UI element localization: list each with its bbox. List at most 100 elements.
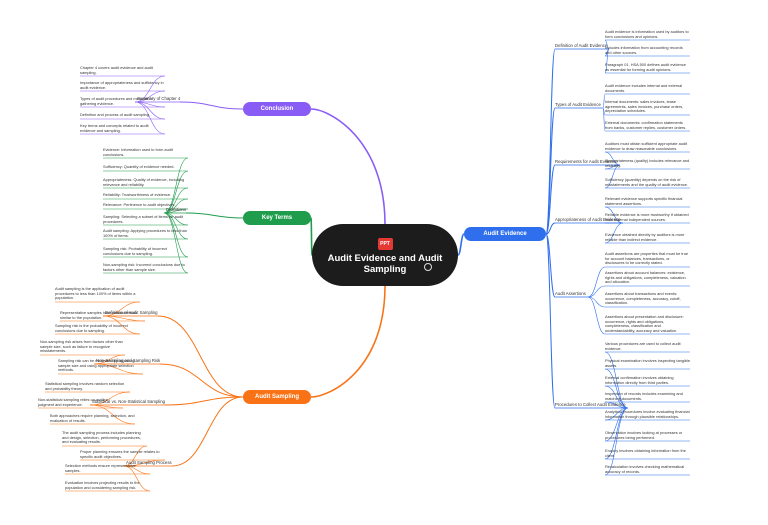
leaf-note[interactable]: Assertions about presentation and disclo… [605, 314, 684, 333]
connector-line [310, 217, 313, 256]
subtopic-label[interactable]: Appropriateness of Audit Evidence [555, 217, 621, 222]
leaf-note[interactable]: Reliable evidence is more trustworthy if… [605, 212, 689, 222]
connector-line [163, 208, 189, 214]
subtopic-label[interactable]: Definition of Audit Sampling [105, 310, 158, 315]
connector-line [545, 222, 556, 235]
subtopic-label[interactable]: Requirements for Audit Evidence [555, 159, 618, 164]
leaf-note[interactable]: Both approaches require planning, select… [50, 413, 135, 423]
leaf-note[interactable]: Sampling: Selecting a subset of items fo… [103, 214, 184, 224]
connector-line [164, 396, 244, 406]
leaf-note[interactable]: Reliability: Trustworthiness of evidence… [103, 192, 172, 197]
subtopic-label[interactable]: Audit Sampling Process [126, 460, 172, 465]
subtopic-label[interactable]: Statistical vs. Non-Statistical Sampling [92, 399, 166, 404]
branch-audit-evidence[interactable]: Audit Evidence [464, 227, 546, 241]
leaf-note[interactable]: Paragraph 01, HSA 500 defines audit evid… [605, 62, 686, 72]
connector-line [545, 233, 556, 409]
connector-line [604, 385, 629, 409]
leaf-note[interactable]: Evaluation involves projecting results t… [65, 480, 140, 490]
connector-line [602, 107, 606, 132]
leaf-note[interactable]: Chapter 4 covers audit evidence and audi… [80, 65, 153, 75]
subtopic-label[interactable]: Definition of Audit Evidence [555, 43, 608, 48]
connector-line [163, 198, 189, 214]
subtopic-label[interactable]: Procedures to Collect Audit Evidence [555, 402, 626, 407]
connector-line [123, 445, 148, 467]
connector-line [102, 315, 141, 335]
leaf-note[interactable]: Sampling risk can be minimized by adjust… [58, 358, 135, 373]
leaf-note[interactable]: Statistical sampling involves random sel… [45, 381, 125, 391]
subtopic-label[interactable]: Non-Sampling and Sampling Risk [96, 358, 161, 363]
leaf-note[interactable]: Auditors must obtain sufficient appropri… [605, 141, 688, 151]
leaf-note[interactable]: Relevant evidence supports specific fina… [605, 196, 683, 206]
connector-line [604, 407, 629, 476]
leaf-note[interactable]: Audit sampling is the application of aud… [55, 286, 136, 301]
leaf-note[interactable]: External confirmation involves obtaining… [605, 375, 674, 385]
leaf-note[interactable]: Audit sampling: Applying procedures to l… [103, 228, 187, 238]
central-topic[interactable]: PPT Audit Evidence and Audit Sampling [312, 224, 458, 286]
connector-line [93, 354, 126, 365]
connector-line [587, 296, 606, 335]
connector-line [157, 315, 244, 398]
leaf-note[interactable]: Representative samples have characterist… [60, 310, 138, 320]
connector-line [604, 151, 621, 166]
leaf-note[interactable]: Audit evidence is information used by au… [605, 29, 689, 39]
connector-line [134, 75, 166, 103]
leaf-note[interactable]: Proper planning ensures the sample relat… [80, 449, 160, 459]
leaf-note[interactable]: Observation involves looking at processe… [605, 430, 683, 440]
leaf-note[interactable]: Appropriateness: Quality of evidence, in… [103, 177, 185, 187]
leaf-note[interactable]: Assertions about transactions and events… [605, 291, 681, 306]
leaf-note[interactable]: Analytical procedures involve evaluating… [605, 409, 690, 419]
leaf-note[interactable]: Sufficiency (quantity) depends on the ri… [605, 177, 689, 187]
leaf-note[interactable]: Importance of appropriateness and suffic… [80, 80, 164, 90]
leaf-note[interactable]: Assertions about account balances: exist… [605, 270, 686, 285]
leaf-note[interactable]: Evidence obtained directly by auditors i… [605, 232, 685, 242]
branch-audit-sampling[interactable]: Audit Sampling [243, 390, 311, 404]
leaf-note[interactable]: Key terms and concepts related to audit … [80, 123, 149, 133]
leaf-note[interactable]: Non-sampling risk: Incorrect conclusions… [103, 262, 185, 272]
subtopic-label[interactable]: Definitions [166, 207, 187, 212]
leaf-note[interactable]: Includes information from accounting rec… [605, 45, 683, 55]
connector-line [604, 206, 624, 224]
connector-line [604, 351, 629, 409]
connector-line [545, 233, 556, 298]
connector-line [179, 101, 244, 110]
leaf-note[interactable]: Types of audit procedures and methods of… [80, 96, 153, 106]
ppt-file-icon: PPT [377, 238, 393, 250]
leaf-note[interactable]: Sampling risk: Probability of incorrect … [103, 246, 168, 256]
leaf-note[interactable]: Enquiry involves obtaining information f… [605, 448, 686, 458]
connector-line [587, 285, 606, 298]
leaf-note[interactable]: The audit sampling process includes plan… [62, 430, 141, 445]
central-topic-title: Audit Evidence and Audit Sampling [327, 253, 443, 275]
connector-line [457, 233, 465, 256]
leaf-note[interactable]: External documents: confirmation stateme… [605, 120, 687, 130]
leaf-note[interactable]: Internal documents: sales invoices, leas… [605, 99, 684, 114]
leaf-note[interactable]: Audit evidence includes internal and ext… [605, 83, 683, 93]
attachment-icon[interactable] [424, 263, 432, 271]
leaf-note[interactable]: Inspection of records includes examining… [605, 391, 683, 401]
leaf-note[interactable]: Physical examination involves inspecting… [605, 358, 690, 368]
connector-line [310, 285, 386, 398]
leaf-note[interactable]: Definition and process of audit sampling… [80, 112, 151, 117]
connector-line [604, 222, 624, 244]
connector-line [123, 459, 166, 467]
connector-line [159, 363, 244, 398]
subtopic-label[interactable]: Audit Assertions [555, 291, 586, 296]
leaf-note[interactable]: Sampling risk is the probability of inco… [55, 323, 128, 333]
connector-line [545, 164, 556, 235]
leaf-note[interactable]: Non-statistical sampling relies on audit… [38, 397, 108, 407]
leaf-note[interactable]: Selection methods ensure representative … [65, 463, 136, 473]
subtopic-label[interactable]: Types of Audit Evidence [555, 102, 601, 107]
leaf-note[interactable]: Non-sampling risk arises from factors ot… [40, 339, 123, 354]
leaf-note[interactable]: Audit assertions are properties that mus… [605, 251, 689, 266]
leaf-note[interactable]: Appropriateness (quality) includes relev… [605, 158, 690, 168]
leaf-note[interactable]: Evidence: Information used to form audit… [103, 147, 173, 157]
branch-key-terms[interactable]: Key Terms [243, 211, 311, 225]
leaf-note[interactable]: Various procedures are used to collect a… [605, 341, 681, 351]
branch-conclusion[interactable]: Conclusion [243, 102, 311, 116]
leaf-note[interactable]: Sufficiency: Quantity of evidence needed… [103, 164, 175, 169]
connector-line [123, 465, 151, 492]
leaf-note[interactable]: Recalculation involves checking mathemat… [605, 464, 685, 474]
subtopic-label[interactable]: Summary of Chapter 4 [137, 96, 181, 101]
leaf-note[interactable]: Relevance: Pertinence to audit objective… [103, 202, 176, 207]
